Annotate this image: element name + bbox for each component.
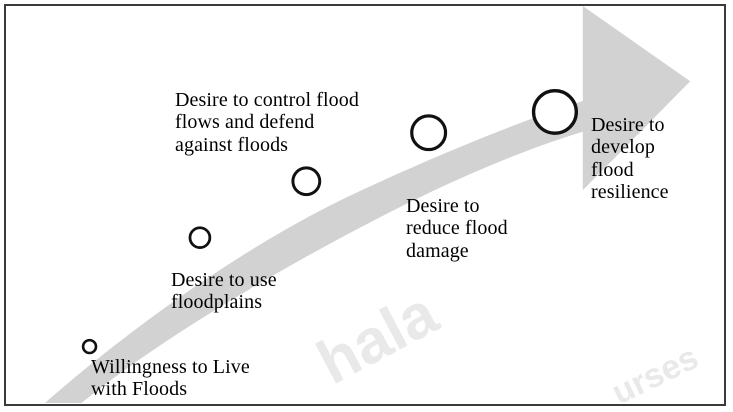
- diagram-frame: hala urses Willingness to Live with Floo…: [4, 4, 726, 406]
- stage-marker-2[interactable]: [188, 226, 212, 249]
- stage-label-desire-to-control-flood-flows: Desire to control flood flows and defend…: [175, 89, 359, 156]
- upward-curved-arrow: [44, 6, 691, 404]
- stage-label-willingness-to-live-with-floods: Willingness to Live with Floods: [91, 356, 250, 401]
- stage-marker-4[interactable]: [410, 114, 448, 152]
- stage-label-desire-to-use-floodplains: Desire to use floodplains: [171, 269, 277, 314]
- stage-label-desire-to-develop-flood-resilience: Desire to develop flood resilience: [591, 114, 669, 204]
- stage-label-desire-to-reduce-flood-damage: Desire to reduce flood damage: [406, 195, 508, 262]
- stage-markers: [81, 88, 579, 355]
- stage-marker-5[interactable]: [531, 88, 579, 135]
- arrow-and-markers-graphic: [44, 6, 691, 404]
- stage-marker-3[interactable]: [291, 166, 322, 197]
- stage-marker-1[interactable]: [81, 338, 98, 355]
